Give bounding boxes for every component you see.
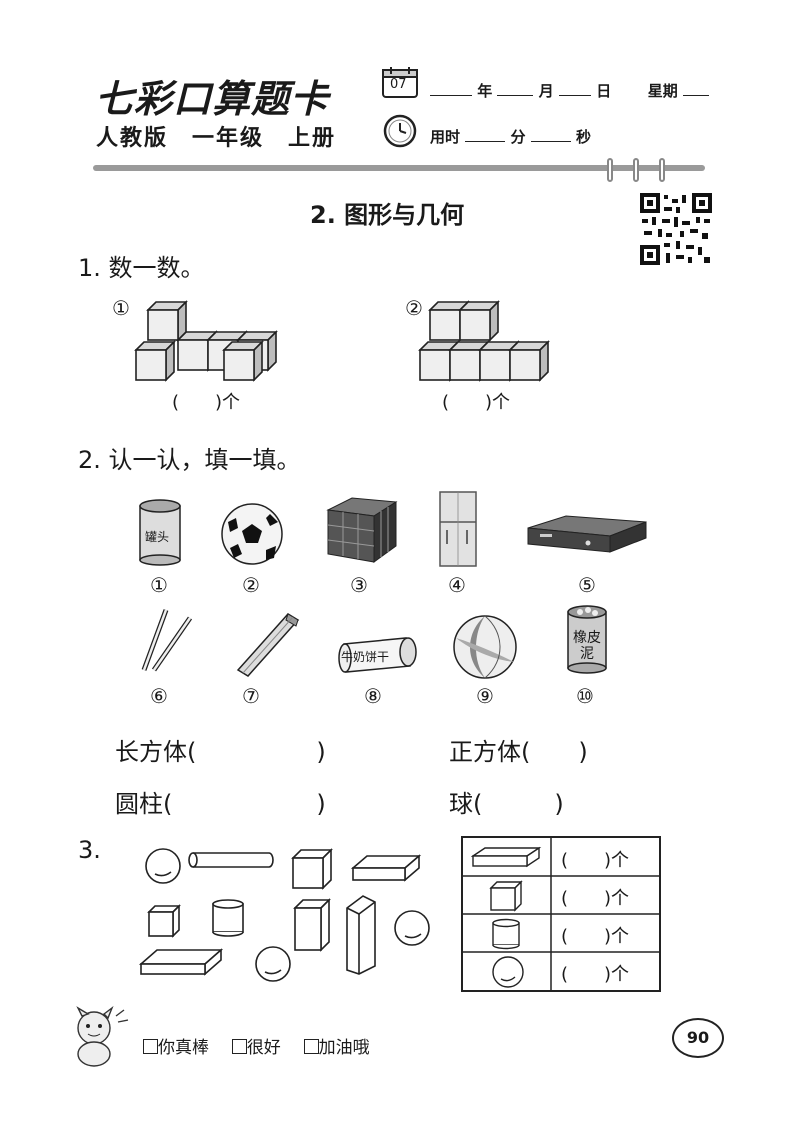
page-number: 90 [672, 1018, 724, 1058]
item-10-number: ⑩ [576, 684, 594, 708]
biscuit-roll-icon: 牛奶饼干 [336, 636, 418, 680]
time-label: 用时 [430, 128, 461, 146]
second-label: 秒 [575, 128, 591, 146]
weekday-label: 星期 [647, 82, 678, 100]
table-cuboid-icon [470, 844, 543, 874]
fill-cuboid[interactable]: 长方体( ) [115, 738, 326, 766]
day-label: 日 [596, 82, 612, 100]
item-7-number: ⑦ [242, 684, 260, 708]
binder-rings-icon [604, 158, 674, 186]
clay-label: 橡皮泥 [573, 630, 601, 662]
soccer-ball-icon [220, 502, 284, 570]
biscuit-label: 牛奶饼干 [341, 650, 390, 664]
q1-figure-1-cubes [134, 300, 284, 388]
brand-title: 七彩口算题卡 [95, 76, 330, 121]
can-icon: 罐头 [138, 498, 182, 570]
prism-stick-icon [236, 610, 300, 684]
table-cube-icon [489, 880, 523, 916]
chopsticks-icon [138, 608, 194, 676]
rating-checkbox-keep-going[interactable] [303, 1039, 319, 1054]
beach-ball-icon [452, 614, 518, 684]
item-3-number: ③ [350, 573, 368, 597]
q1-figure-2-answer[interactable]: ( )个 [442, 392, 511, 413]
rubiks-cube-icon [326, 496, 398, 568]
year-label: 年 [477, 82, 493, 100]
rating-label-good: 很好 [246, 1038, 281, 1058]
q3-title: 3. [78, 836, 101, 864]
item-9-number: ⑨ [476, 684, 494, 708]
q1-title: 1. 数一数。 [78, 254, 205, 282]
table-cuboid-answer[interactable]: ( )个 [561, 850, 630, 871]
rating-checkbox-great[interactable] [143, 1039, 158, 1054]
table-cylinder-icon [491, 918, 521, 954]
q2-title: 2. 认一认，填一填。 [78, 446, 301, 474]
calendar-icon: 07 [382, 66, 418, 98]
date-row: 年 月 日 星期 [430, 80, 709, 101]
rating-options: 你真棒 很好 加油哦 [143, 1033, 370, 1058]
item-1-number: ① [150, 573, 168, 597]
set-top-box-icon [526, 514, 648, 558]
item-2-number: ② [242, 573, 260, 597]
table-sphere-answer[interactable]: ( )个 [561, 964, 630, 985]
rating-checkbox-good[interactable] [231, 1039, 247, 1054]
mascot-icon [70, 1005, 134, 1072]
q3-count-table: ( )个 ( )个 ( )个 ( )个 [461, 836, 661, 992]
refrigerator-icon [438, 490, 478, 574]
clay-can-icon: 橡皮泥 [566, 604, 608, 678]
fill-cube[interactable]: 正方体( ) [449, 738, 588, 766]
fill-sphere[interactable]: 球( ) [449, 790, 564, 818]
clock-icon [382, 112, 418, 148]
edition-label: 人教版 一年级 上册 [96, 126, 337, 151]
qr-code-icon[interactable] [640, 193, 712, 265]
item-8-number: ⑧ [364, 684, 382, 708]
table-cube-answer[interactable]: ( )个 [561, 888, 630, 909]
fill-cylinder[interactable]: 圆柱( ) [115, 790, 326, 818]
header-divider [93, 165, 705, 171]
minute-label: 分 [510, 128, 526, 146]
q1-figure-2-cubes [418, 300, 568, 388]
q3-shapes-group [135, 840, 435, 989]
time-row: 用时 分 秒 [430, 126, 591, 147]
rating-label-great: 你真棒 [158, 1038, 209, 1058]
item-6-number: ⑥ [150, 684, 168, 708]
item-5-number: ⑤ [578, 573, 596, 597]
calendar-day: 07 [390, 77, 407, 92]
item-4-number: ④ [448, 573, 466, 597]
q1-figure-1-answer[interactable]: ( )个 [172, 392, 241, 413]
q1-figure-2-number: ② [405, 296, 423, 320]
section-title: 2. 图形与几何 [310, 201, 465, 229]
can-label: 罐头 [145, 530, 170, 544]
rating-label-keep-going: 加油哦 [318, 1038, 370, 1058]
month-label: 月 [538, 82, 554, 100]
table-sphere-icon [491, 955, 525, 993]
table-cylinder-answer[interactable]: ( )个 [561, 926, 630, 947]
q1-figure-1-number: ① [112, 296, 130, 320]
